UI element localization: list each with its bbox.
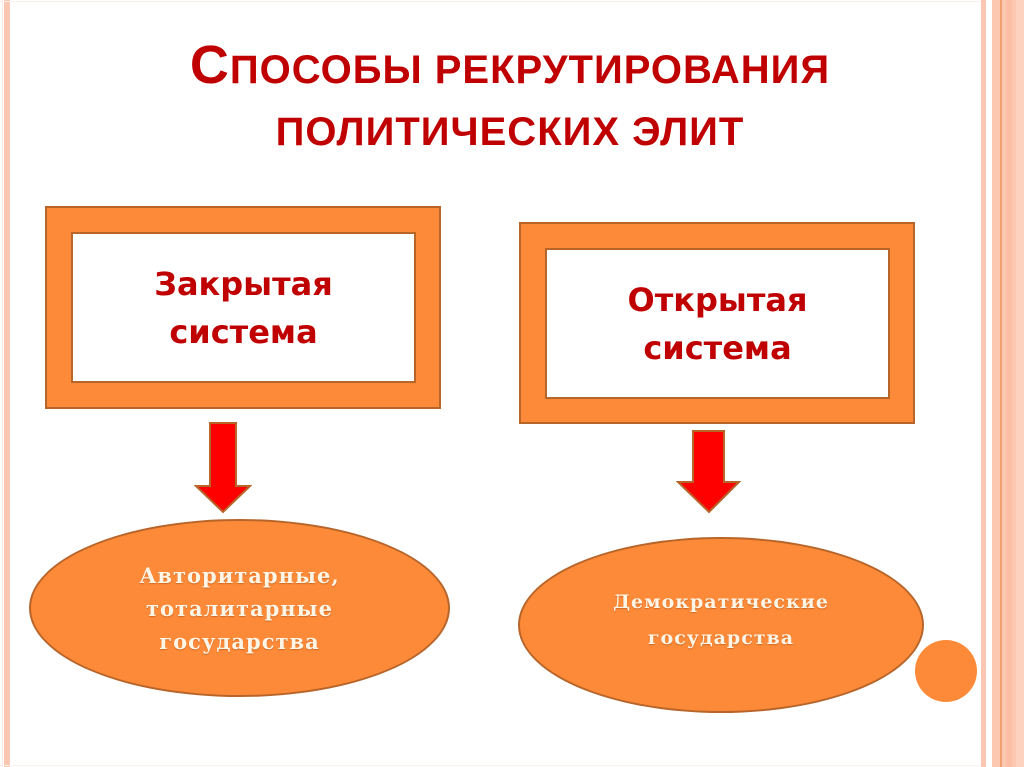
open-system-label: Открытая система [628,276,808,372]
closed-system-line-2: система [169,312,318,351]
right-edge-band-inner [1006,0,1012,767]
circle-icon [915,640,977,702]
arrow-down-icon [676,430,742,514]
ellipse-line: тоталитарные [145,595,334,621]
democratic-states-label: Демократические государства [613,584,829,656]
bottom-frame-line [0,765,981,766]
right-edge-band-outer [1016,0,1024,767]
right-edge-stripe [981,0,986,767]
right-edge-line [1000,0,1002,767]
ellipse-line: государства [159,628,320,654]
authoritarian-states-ellipse: Авторитарные, тоталитарные государства [29,519,450,697]
slide-title: Способы рекрутирования политических элит [100,34,920,163]
title-line-1: Способы рекрутирования [100,34,920,101]
ellipse-line: Демократические [613,591,829,613]
top-frame-line [0,1,981,2]
ellipse-line: государства [647,627,795,649]
closed-system-label: Закрытая система [154,260,333,356]
left-edge-line [2,0,3,767]
title-line-1-rest: пособы рекрутирования [229,48,831,92]
ellipse-line: Авторитарные, [139,562,340,588]
open-system-line-2: система [643,328,792,367]
title-line-2: политических элит [275,110,745,154]
open-system-box: Открытая система [545,248,890,399]
open-system-line-1: Открытая [627,280,808,319]
left-edge-stripe [4,0,10,767]
title-initial: С [189,35,230,95]
arrow-down-icon [194,422,252,514]
closed-system-box: Закрытая система [71,232,416,383]
democratic-states-ellipse: Демократические государства [518,537,924,713]
authoritarian-states-label: Авторитарные, тоталитарные государства [139,559,339,658]
closed-system-line-1: Закрытая [154,264,333,303]
